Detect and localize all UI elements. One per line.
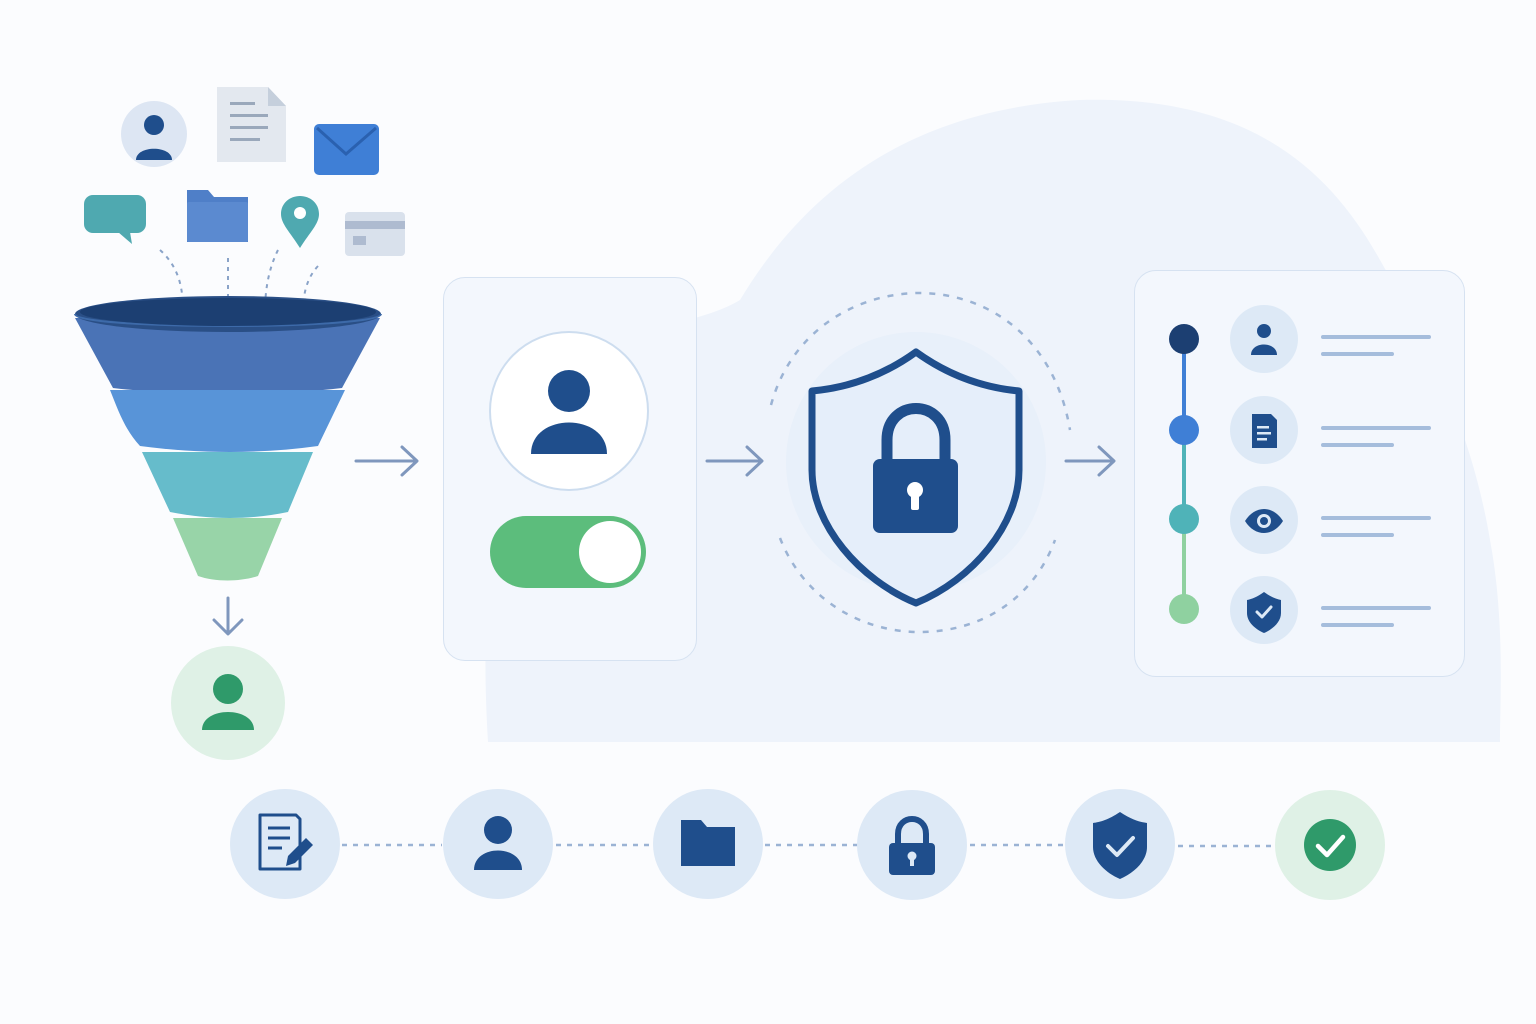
shield-lock-icon bbox=[808, 348, 1023, 607]
user-profile-icon bbox=[121, 101, 187, 167]
step-document-edit-icon bbox=[230, 789, 340, 899]
document-icon bbox=[217, 87, 286, 162]
timeline-dots bbox=[1169, 324, 1199, 624]
funnel-layer-2 bbox=[110, 390, 345, 446]
flow-arrow-1 bbox=[354, 445, 419, 477]
audit-step-document bbox=[1230, 396, 1431, 464]
location-pin-icon bbox=[281, 196, 319, 248]
chat-icon bbox=[84, 195, 146, 244]
consent-toggle[interactable] bbox=[490, 516, 646, 588]
output-user-icon bbox=[171, 646, 285, 760]
flow-arrow-2 bbox=[705, 445, 764, 477]
step-folder-icon bbox=[653, 789, 763, 899]
step-user-icon bbox=[443, 789, 553, 899]
timeline-dot bbox=[1169, 594, 1199, 624]
flow-arrow-3 bbox=[1064, 445, 1116, 477]
folder-icon bbox=[187, 190, 248, 242]
timeline-dot bbox=[1169, 504, 1199, 534]
down-arrow bbox=[212, 596, 244, 636]
data-funnel bbox=[74, 296, 382, 581]
email-icon bbox=[314, 124, 379, 175]
audit-step-view bbox=[1230, 486, 1431, 554]
process-connectors bbox=[342, 843, 1276, 848]
step-check-circle-icon bbox=[1275, 790, 1385, 900]
step-lock-icon bbox=[857, 790, 967, 900]
funnel-layer-4 bbox=[173, 518, 282, 581]
timeline-dot bbox=[1169, 415, 1199, 445]
audit-step-verified bbox=[1230, 576, 1431, 644]
audit-step-user bbox=[1230, 305, 1431, 373]
funnel-layer-3 bbox=[142, 452, 313, 512]
funnel-layer-1 bbox=[75, 318, 380, 388]
consent-avatar bbox=[489, 331, 649, 491]
credit-card-icon bbox=[345, 212, 405, 256]
step-shield-check-icon bbox=[1065, 789, 1175, 899]
timeline-dot bbox=[1169, 324, 1199, 354]
